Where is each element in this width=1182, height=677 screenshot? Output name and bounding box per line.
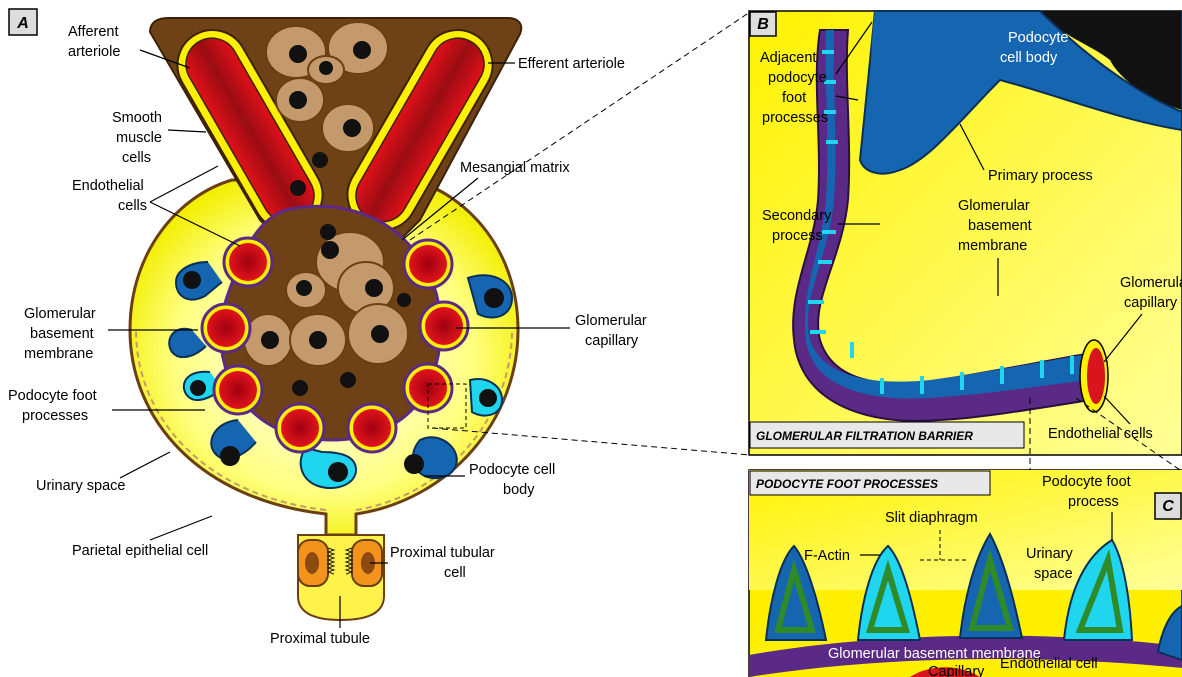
panel-b: B Adjacent podocyte foot processes Podoc…: [749, 11, 1182, 470]
label-podobody-b-1: Podocyte: [1008, 30, 1068, 46]
label-slit: Slit diaphragm: [885, 510, 978, 526]
label-capillary-a-1: Glomerular: [575, 313, 647, 329]
label-primary: Primary process: [988, 168, 1093, 184]
label-footproc-1: Podocyte foot: [1042, 474, 1131, 490]
panel-c-tag: C: [1162, 498, 1174, 515]
panel-a: A Afferent arteriole Efferent arteriole …: [8, 9, 750, 647]
label-podobody-b-2: cell body: [1000, 50, 1058, 66]
label-endo-2: cells: [118, 198, 147, 214]
panel-c: PODOCYTE FOOT PROCESSES C Podocyte foot …: [749, 470, 1182, 677]
label-proxcell-1: Proximal tubular: [390, 545, 495, 561]
panel-b-tag: B: [757, 16, 769, 33]
label-urinary-a: Urinary space: [36, 478, 125, 494]
label-afferent-2: arteriole: [68, 44, 120, 60]
label-urinary-c-2: space: [1034, 566, 1073, 582]
label-factin: F-Actin: [804, 548, 850, 564]
label-urinary-c-1: Urinary: [1026, 546, 1073, 562]
label-capillary-a-2: capillary: [585, 333, 639, 349]
label-gbm-a-2: basement: [30, 326, 94, 342]
label-endo-1: Endothelial: [72, 178, 144, 194]
label-gbm-b-1: Glomerular: [958, 198, 1030, 214]
label-adj-1: Adjacent: [760, 50, 816, 66]
label-podobody-a-2: body: [503, 482, 535, 498]
label-foot-a-2: processes: [22, 408, 88, 424]
label-capillary-c: Capillary: [928, 664, 985, 677]
label-gbm-b-2: basement: [968, 218, 1032, 234]
label-gbm-a-3: membrane: [24, 346, 93, 362]
label-mesangial: Mesangial matrix: [460, 160, 570, 176]
label-capillary-b-1: Glomerular: [1120, 275, 1182, 291]
label-adj-3: foot: [782, 90, 806, 106]
label-smooth-1: Smooth: [112, 110, 162, 126]
label-gbm-b-3: membrane: [958, 238, 1027, 254]
panel-c-header: PODOCYTE FOOT PROCESSES: [756, 477, 938, 491]
label-adj-4: processes: [762, 110, 828, 126]
label-footproc-2: process: [1068, 494, 1119, 510]
label-afferent-1: Afferent: [68, 24, 119, 40]
label-endo-c: Endothelial cell: [1000, 656, 1098, 672]
label-secondary-1: Secondary: [762, 208, 832, 224]
label-foot-a-1: Podocyte foot: [8, 388, 97, 404]
label-smooth-2: muscle: [116, 130, 162, 146]
panel-a-tag: A: [16, 15, 29, 32]
label-endo-b: Endothelial cells: [1048, 426, 1153, 442]
label-capillary-b-2: capillary: [1124, 295, 1178, 311]
label-proxcell-2: cell: [444, 565, 466, 581]
label-smooth-3: cells: [122, 150, 151, 166]
label-podobody-a-1: Podocyte cell: [469, 462, 555, 478]
label-gbm-a-1: Glomerular: [24, 306, 96, 322]
panel-b-header: GLOMERULAR FILTRATION BARRIER: [756, 429, 973, 443]
label-efferent: Efferent arteriole: [518, 56, 625, 72]
label-parietal: Parietal epithelial cell: [72, 543, 208, 559]
label-tubule: Proximal tubule: [270, 631, 370, 647]
label-secondary-2: process: [772, 228, 823, 244]
label-adj-2: podocyte: [768, 70, 827, 86]
